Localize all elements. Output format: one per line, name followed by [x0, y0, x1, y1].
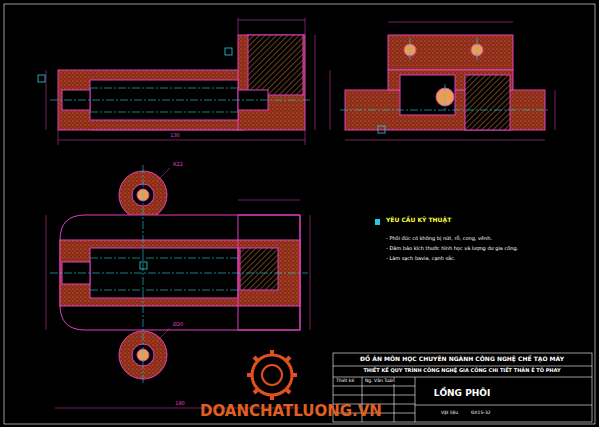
title-block-cell: THIẾT KẾ QUY TRÌNH CÔNG NGHỆ GIA CÔNG CH…: [362, 368, 561, 374]
requirements-heading: YÊU CẦU KỸ THUẬT: [385, 217, 452, 224]
requirement-note: - Làm sạch bavia, cạnh sắc.: [385, 256, 456, 262]
dimension: 180: [174, 401, 186, 407]
title-block-cell: Thiết kế: [335, 379, 355, 384]
title-block-cell: GX15-32: [470, 411, 492, 416]
watermark: DOANCHATLUONG.VN: [200, 403, 382, 420]
title-block-cell: Ng. Văn Tuấn: [364, 379, 396, 384]
requirement-note: - Phôi đúc có không bị nứt, rỗ, cong, vê…: [385, 236, 493, 242]
dimension: R22: [172, 162, 184, 168]
requirement-note: - Đảm bảo kích thước hình học và lượng d…: [385, 246, 519, 252]
title-block-cell: ĐỒ ÁN MÔN HỌC CHUYÊN NGÀNH CÔNG NGHỆ CHẾ…: [359, 356, 565, 363]
dimension: Ø20: [172, 322, 184, 328]
title-block-cell: Vật liệu: [440, 411, 459, 416]
dimension: 130: [169, 133, 181, 139]
title-block-cell: LỒNG PHÔI: [434, 389, 491, 399]
